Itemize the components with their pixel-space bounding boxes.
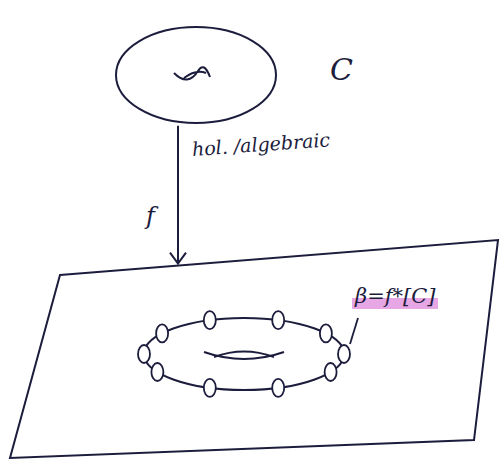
plane-outline <box>10 240 498 458</box>
image-hole <box>204 352 284 360</box>
surface-outline <box>116 27 276 123</box>
class-label: β=f*[C] <box>352 284 438 309</box>
bubble <box>138 345 150 363</box>
arrow-shaft <box>177 126 179 264</box>
bubble <box>272 311 284 329</box>
genus-hole <box>174 67 210 79</box>
bubble <box>320 324 332 342</box>
map-arrow <box>170 126 186 264</box>
bubble <box>204 311 216 329</box>
map-property: hol. /algebraic <box>191 128 331 160</box>
bubble <box>338 345 350 363</box>
bubble <box>156 324 168 342</box>
node-outline <box>8 232 500 460</box>
curve-node: C <box>112 22 382 132</box>
bubble <box>151 363 163 381</box>
curve-label: C <box>330 52 353 88</box>
bubble <box>204 379 216 397</box>
image-curve <box>144 318 344 390</box>
bubble <box>272 379 284 397</box>
bubble <box>325 363 337 381</box>
plane-node: β=f*[C] <box>8 232 500 460</box>
leader-line <box>350 318 358 344</box>
map-name: f <box>146 202 155 231</box>
arrow-head <box>170 253 186 264</box>
